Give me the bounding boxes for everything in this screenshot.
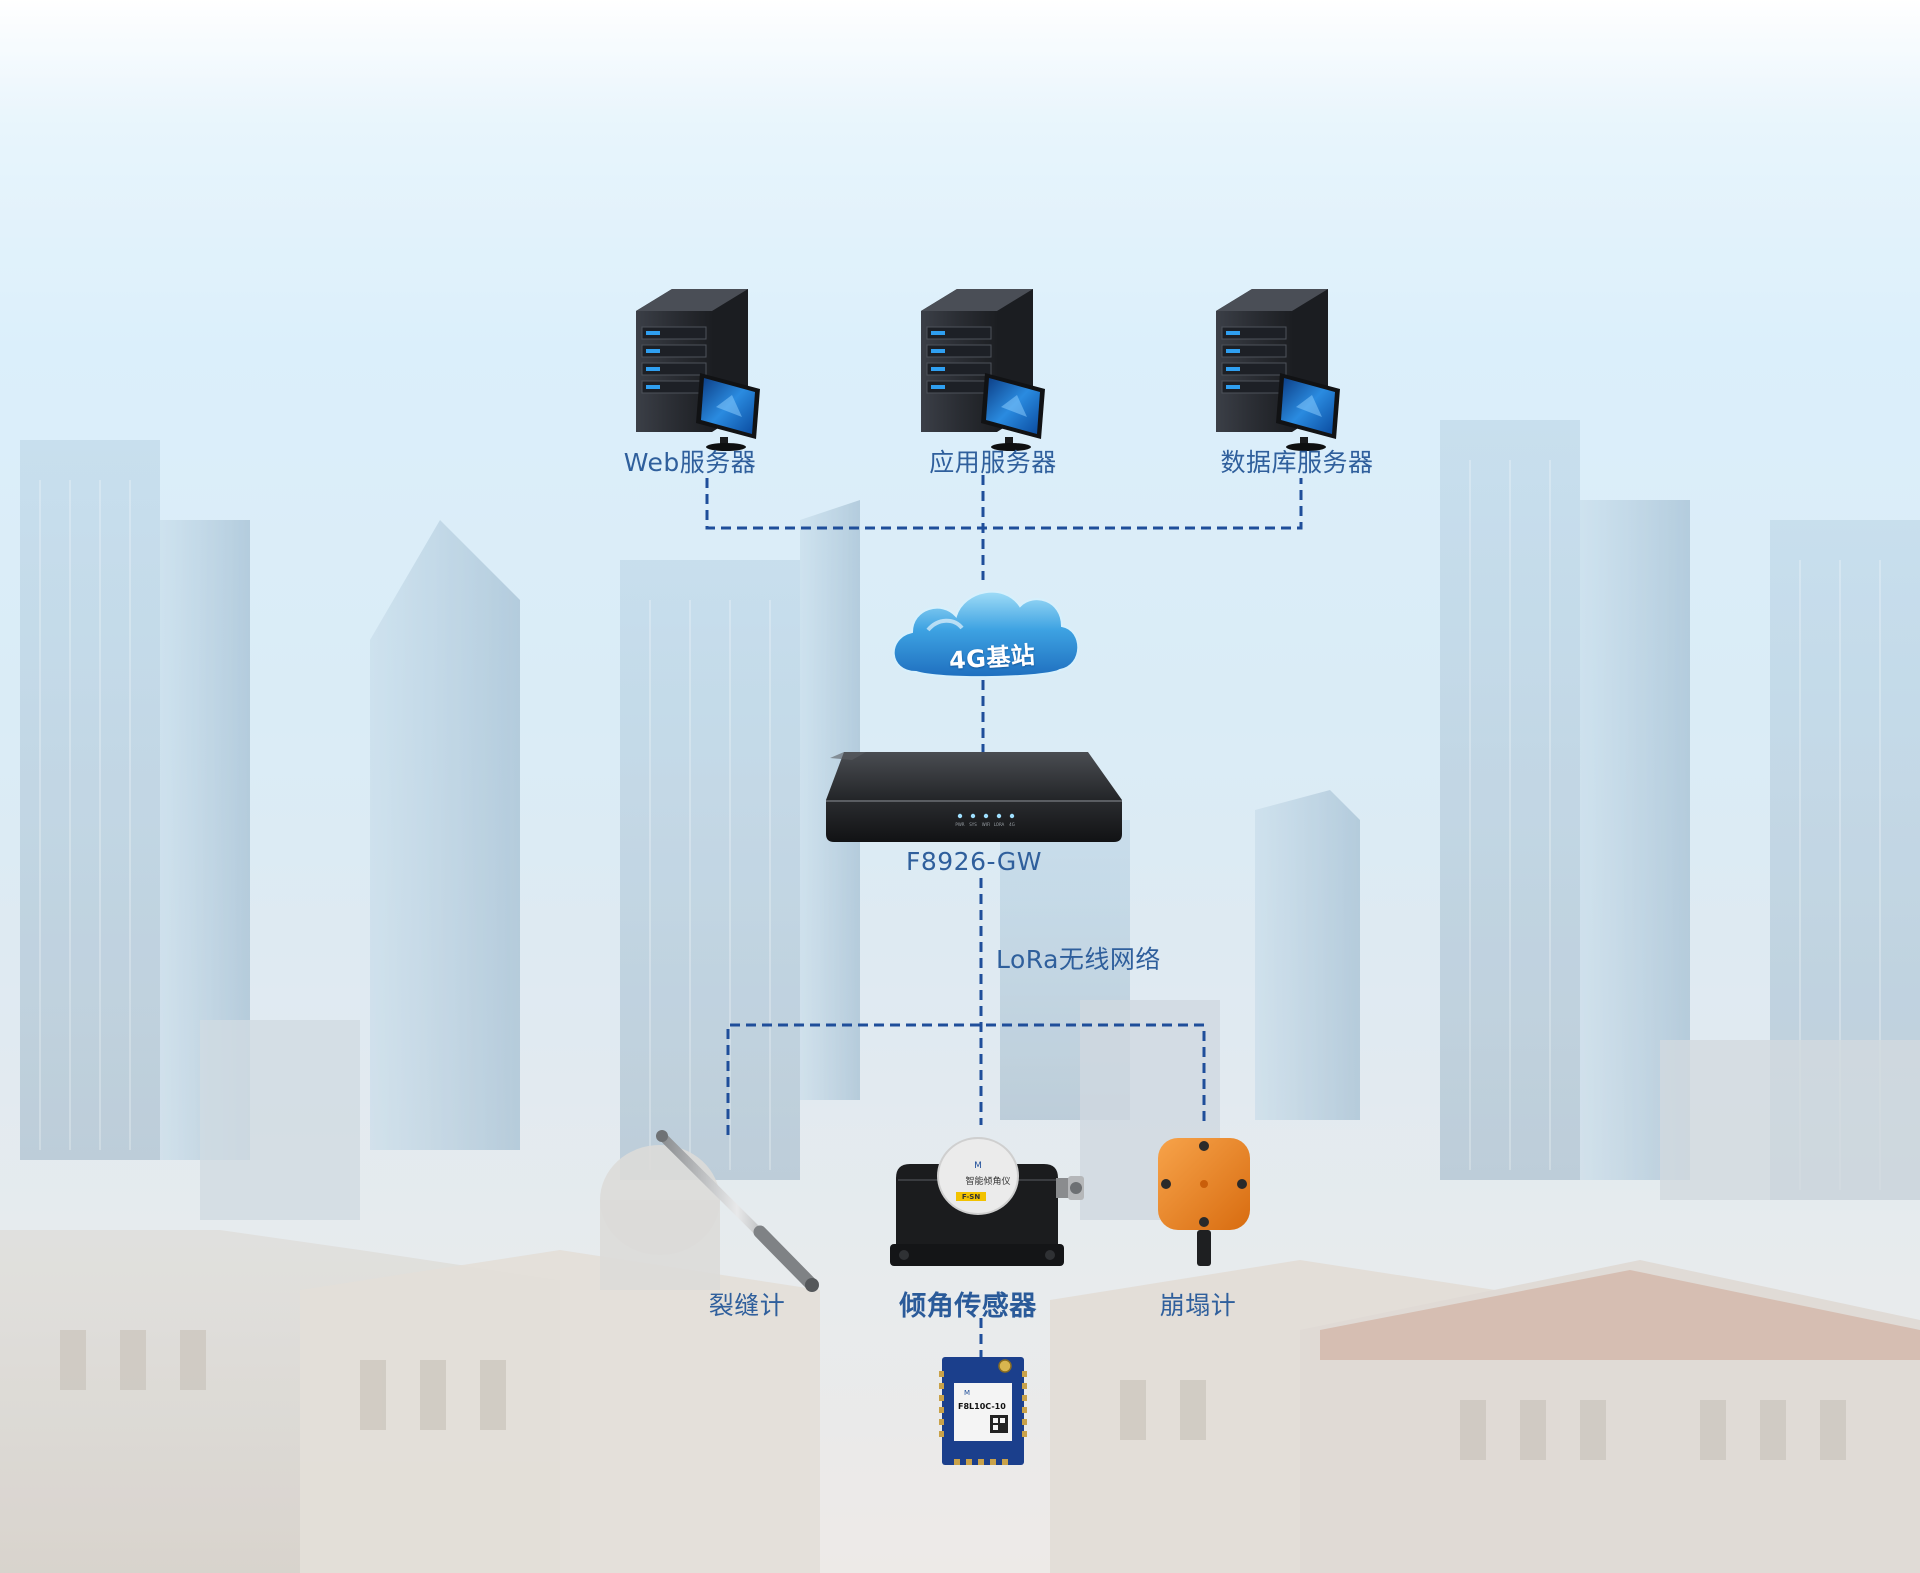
connection-lines bbox=[705, 475, 1303, 1360]
crack-meter-device bbox=[656, 1130, 819, 1292]
gateway-led-label: 4G bbox=[1009, 822, 1015, 827]
background-building bbox=[1660, 1040, 1920, 1200]
gateway-led-label: LORA bbox=[994, 822, 1005, 827]
background-building bbox=[370, 520, 520, 1150]
gateway-led-label: WIFI bbox=[982, 822, 991, 827]
sensor-bus-line bbox=[726, 1023, 1206, 1135]
gateway-label: F8926-GW bbox=[905, 847, 1043, 876]
background-roof bbox=[1320, 1270, 1920, 1360]
cloud-4g-base-station bbox=[892, 590, 1080, 679]
background-building bbox=[600, 1200, 720, 1290]
gateway-led bbox=[996, 813, 1002, 819]
tilt-sensor-badge-text: F-SN bbox=[962, 1193, 981, 1201]
lora-module-device: M F8L10C-10 bbox=[939, 1357, 1027, 1465]
database-server-icon bbox=[1216, 289, 1340, 451]
database-server-label: 数据库服务器 bbox=[1220, 448, 1374, 477]
background-building bbox=[20, 440, 160, 1160]
gateway-led bbox=[970, 813, 976, 819]
background-building bbox=[1255, 790, 1360, 1120]
background-building bbox=[300, 1250, 820, 1573]
web-server-label: Web服务器 bbox=[623, 448, 757, 477]
background-building bbox=[620, 560, 800, 1180]
gateway-led-label: SYS bbox=[969, 822, 977, 827]
gateway-led bbox=[957, 813, 963, 819]
tilt-sensor-badge bbox=[956, 1192, 986, 1201]
tilt-sensor-face-text: 智能倾角仪 bbox=[965, 1175, 1010, 1187]
tilt-sensor-device: M 智能倾角仪 F-SN bbox=[890, 1137, 1084, 1266]
collapse-meter-device bbox=[1158, 1138, 1250, 1266]
gateway-led bbox=[1009, 813, 1015, 819]
module-logo: M bbox=[964, 1389, 970, 1397]
gateway-led bbox=[983, 813, 989, 819]
collapse-meter-label: 崩塌计 bbox=[1159, 1291, 1237, 1320]
tilt-sensor-label: 倾角传感器 bbox=[899, 1291, 1037, 1322]
crack-meter-label: 裂缝计 bbox=[708, 1291, 786, 1320]
app-server-label: 应用服务器 bbox=[929, 448, 1057, 477]
module-label: F8L10C-10 bbox=[958, 1402, 1006, 1411]
cloud-label: 4G基站 bbox=[948, 641, 1037, 675]
web-server-icon bbox=[636, 289, 760, 451]
gateway-led-label: PWR bbox=[955, 822, 964, 827]
background-building bbox=[200, 1020, 360, 1220]
tilt-sensor-logo: M bbox=[974, 1161, 982, 1171]
app-server-icon bbox=[921, 289, 1045, 451]
lora-network-label: LoRa无线网络 bbox=[996, 945, 1161, 974]
background-building bbox=[1440, 420, 1580, 1180]
server-bus-line bbox=[705, 478, 1303, 530]
